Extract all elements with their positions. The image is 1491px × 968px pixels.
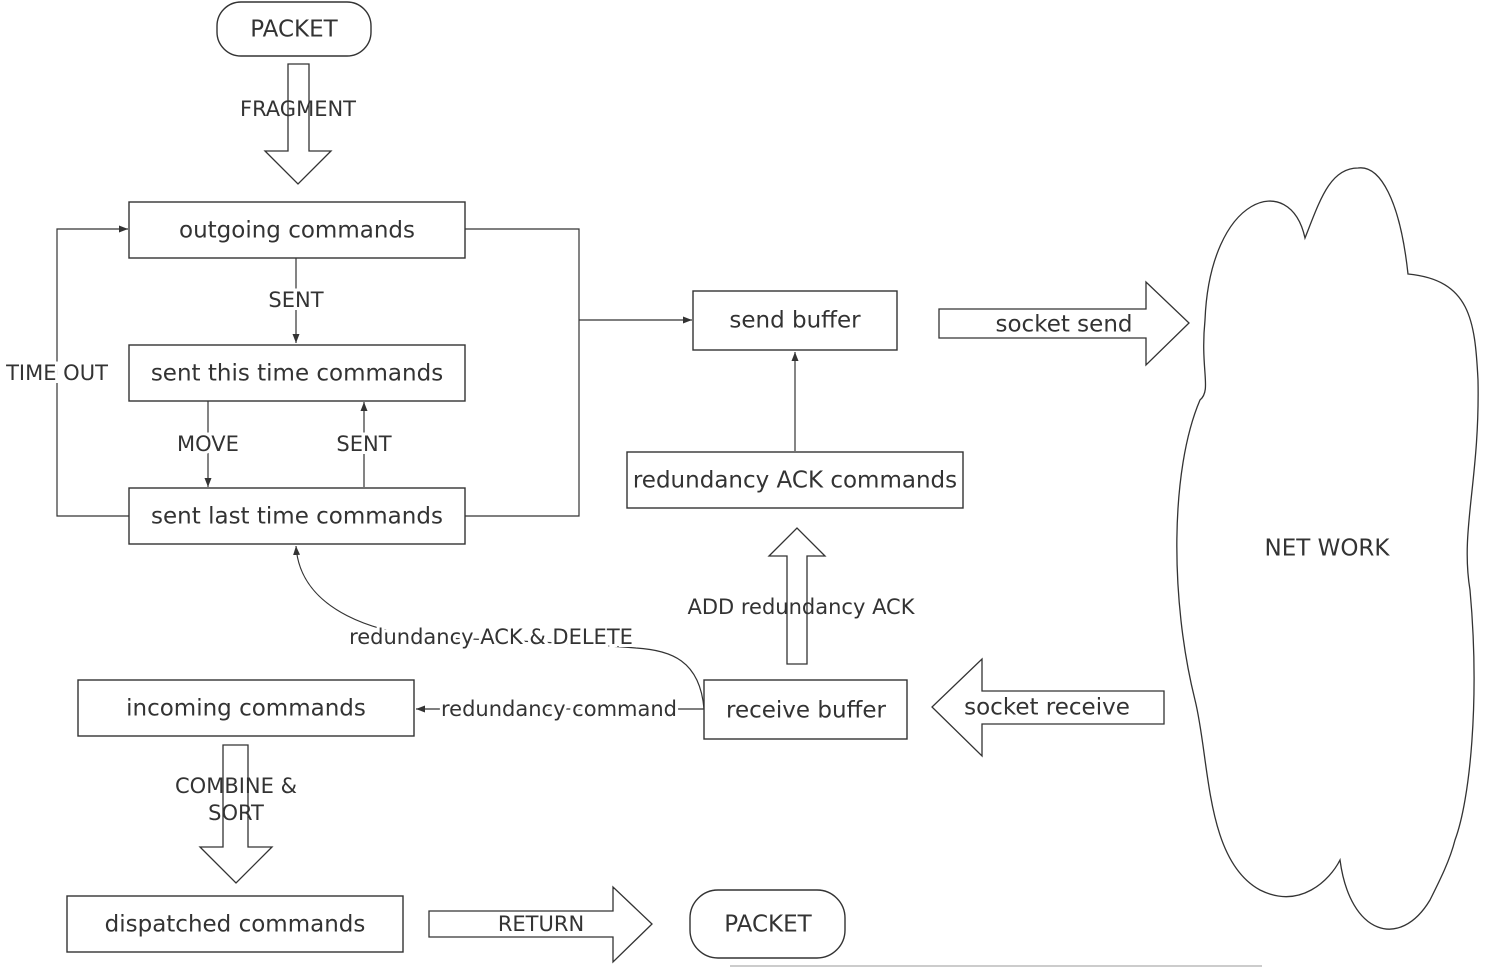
return-block-arrow	[428, 885, 653, 964]
sent-last-time-node: sent last time commands	[128, 487, 466, 545]
add-ack-block-arrow	[767, 527, 827, 665]
connector-sent-last-to-bus	[465, 320, 580, 517]
receive-buffer-label: receive buffer	[726, 698, 887, 724]
connector-timeout-loop	[56, 225, 129, 517]
return-label: RETURN	[498, 912, 584, 936]
packet-bottom-label: PACKET	[724, 912, 812, 938]
packet-bottom-node: PACKET	[689, 889, 846, 959]
socket-receive-block-arrow	[931, 657, 1165, 758]
outgoing-commands-node: outgoing commands	[128, 201, 466, 259]
packet-top-label: PACKET	[250, 17, 338, 43]
outgoing-commands-label: outgoing commands	[179, 218, 415, 244]
sent-last-time-label: sent last time commands	[151, 504, 443, 530]
dispatched-commands-node: dispatched commands	[66, 895, 404, 953]
send-buffer-node: send buffer	[692, 290, 898, 351]
redundancy-ack-commands-label: redundancy ACK commands	[633, 468, 957, 494]
receive-buffer-node: receive buffer	[703, 679, 908, 740]
fragment-label: FRAGMENT	[240, 97, 356, 121]
redundancy-command-label: redundancy command	[441, 697, 677, 721]
incoming-commands-label: incoming commands	[126, 696, 366, 722]
sent-label-upper: SENT	[268, 288, 323, 312]
socket-receive-label: socket receive	[964, 695, 1130, 721]
dispatched-commands-label: dispatched commands	[105, 912, 366, 938]
incoming-commands-node: incoming commands	[77, 679, 415, 737]
combine-sort-block-arrow	[198, 744, 274, 884]
sent-this-time-node: sent this time commands	[128, 344, 466, 402]
socket-send-label: socket send	[996, 312, 1133, 338]
time-out-label: TIME OUT	[5, 361, 108, 385]
sent-label-lower: SENT	[336, 432, 391, 456]
add-redundancy-ack-label: ADD redundancy ACK	[687, 595, 915, 619]
connector-receive-to-sent-last-curve	[293, 545, 705, 710]
connector-outgoing-to-bus	[465, 228, 580, 320]
network-cloud	[1176, 167, 1479, 930]
socket-send-block-arrow	[938, 280, 1190, 367]
combine-sort-label-line1: COMBINE &	[175, 774, 297, 798]
send-buffer-label: send buffer	[729, 308, 861, 334]
redundancy-ack-commands-node: redundancy ACK commands	[626, 451, 964, 509]
sent-this-time-label: sent this time commands	[151, 361, 443, 387]
packet-top-node: PACKET	[216, 1, 372, 57]
combine-sort-label-line2: SORT	[208, 801, 264, 825]
redundancy-ack-delete-label: redundancy ACK & DELETE	[349, 625, 633, 649]
fragment-block-arrow	[263, 63, 333, 185]
network-label: NET WORK	[1264, 536, 1390, 562]
move-label: MOVE	[177, 432, 239, 456]
